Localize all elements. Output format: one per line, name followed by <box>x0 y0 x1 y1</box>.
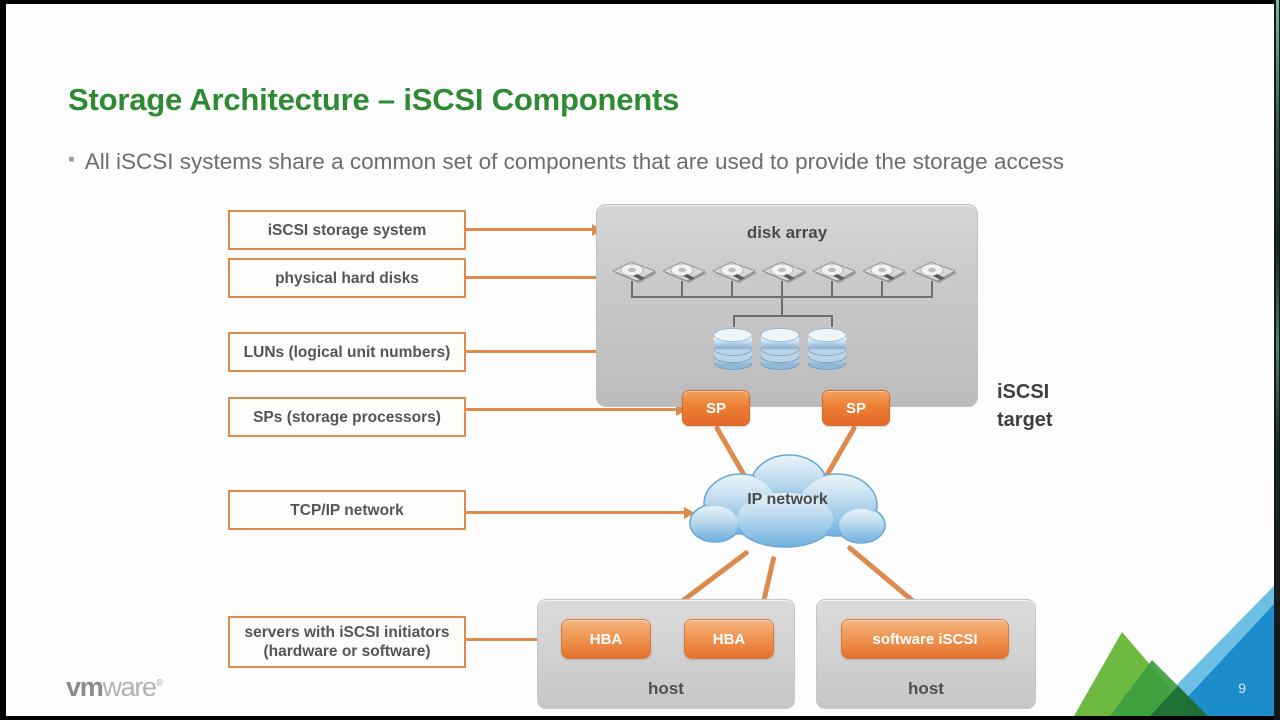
adapter-label: HBA <box>589 630 623 648</box>
bullet-text: All iSCSI systems share a common set of … <box>84 149 1064 174</box>
frame-right-strip-teal <box>1276 0 1279 720</box>
bus-drop <box>881 281 883 297</box>
logo-trademark: ® <box>155 678 163 689</box>
callout-physical-hard-disks[interactable]: physical hard disks <box>228 258 466 298</box>
bus-lun-drop <box>831 315 833 327</box>
hba-adapter-1[interactable]: HBA <box>561 619 651 659</box>
callout-servers-with-iscsi-initiators[interactable]: servers with iSCSI initiators (hardware … <box>228 616 466 668</box>
hba-adapter-2[interactable]: HBA <box>684 619 774 659</box>
bus-center-drop <box>781 296 783 316</box>
ip-network-label: IP network <box>747 491 828 508</box>
bus-drop <box>681 281 683 297</box>
page-title: Storage Architecture – iSCSI Components <box>68 82 680 117</box>
arrow-to-ip-network <box>466 506 695 519</box>
callout-label: iSCSI storage system <box>267 221 427 239</box>
triangle-dark-blue <box>1170 604 1274 716</box>
hard-disk-icon <box>811 260 861 287</box>
bus-lun-horizontal <box>733 315 833 317</box>
hard-disk-icon <box>611 260 661 287</box>
hard-disk-icon <box>761 260 811 287</box>
slide-canvas: Storage Architecture – iSCSI Components … <box>6 4 1274 716</box>
lun-icon <box>759 323 801 371</box>
triangle-dark-green <box>1150 686 1208 716</box>
software-iscsi-adapter[interactable]: software iSCSI <box>841 619 1009 659</box>
hard-disk-icon <box>711 260 761 287</box>
bus-drop <box>931 281 933 297</box>
host-label: host <box>908 679 944 698</box>
callout-label-line1: servers with iSCSI initiators <box>244 624 450 641</box>
sp-label: SP <box>845 399 866 417</box>
vmware-logo: vmware® <box>66 672 163 703</box>
hard-disk-icon <box>911 260 961 287</box>
arrow-to-storage-processors <box>466 403 687 416</box>
host-label: host <box>648 679 684 698</box>
callout-iscsi-storage-system[interactable]: iSCSI storage system <box>228 210 466 250</box>
ip-network-cloud[interactable] <box>685 447 890 565</box>
bus-drop <box>631 281 633 297</box>
lun-icon <box>712 323 754 371</box>
bus-drop <box>781 281 783 297</box>
storage-processor-2[interactable]: SP <box>822 390 890 426</box>
hard-disk-icon <box>661 260 711 287</box>
callout-tcpip-network[interactable]: TCP/IP network <box>228 490 466 530</box>
sp-label: SP <box>705 399 726 417</box>
disk-array-label: disk array <box>746 223 828 242</box>
callout-storage-processors[interactable]: SPs (storage processors) <box>228 397 466 437</box>
logo-vm: vm <box>66 672 104 702</box>
bus-drop <box>731 281 733 297</box>
callout-label-line2: (hardware or software) <box>263 643 431 660</box>
bus-lun-drop <box>733 315 735 327</box>
adapter-label: HBA <box>712 630 746 648</box>
disk-array-box[interactable]: disk array <box>596 204 978 407</box>
lun-icon <box>806 323 848 371</box>
callout-label: TCP/IP network <box>290 501 404 519</box>
iscsi-target-line2: target <box>997 409 1053 431</box>
logo-ware: ware <box>102 672 157 702</box>
arrow-to-disk-array <box>466 223 603 236</box>
callout-label: LUNs (logical unit numbers) <box>243 343 451 361</box>
callout-luns[interactable]: LUNs (logical unit numbers) <box>228 332 466 372</box>
bullet-row: ▪ All iSCSI systems share a common set o… <box>68 146 1178 177</box>
bus-drop <box>831 281 833 297</box>
iscsi-target-label: iSCSI target <box>997 378 1053 434</box>
page-number: 9 <box>1238 680 1246 696</box>
callout-label: physical hard disks <box>275 269 419 287</box>
bullet-marker-icon: ▪ <box>68 149 75 170</box>
corner-decoration <box>1074 586 1274 716</box>
hard-disk-icon <box>861 260 911 287</box>
storage-processor-1[interactable]: SP <box>682 390 750 426</box>
callout-label: SPs (storage processors) <box>253 408 441 426</box>
frame-right-strip <box>1274 0 1280 720</box>
adapter-label: software iSCSI <box>872 630 978 648</box>
iscsi-target-line1: iSCSI <box>997 381 1050 403</box>
